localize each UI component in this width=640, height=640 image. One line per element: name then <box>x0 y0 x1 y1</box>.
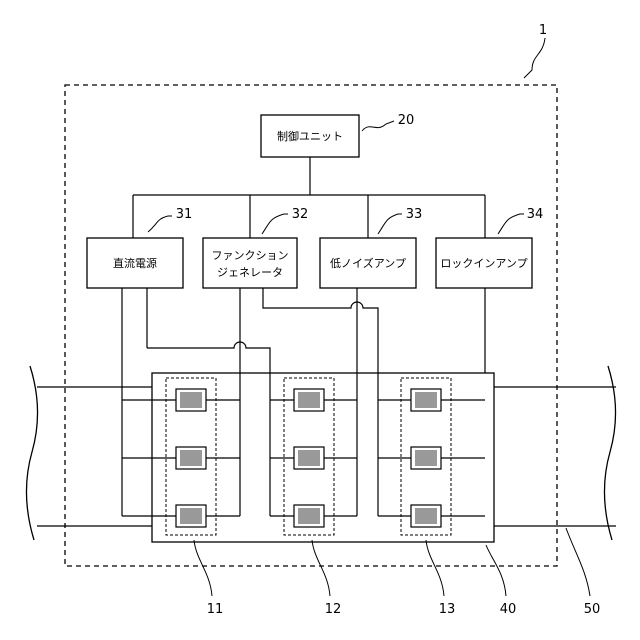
ref-label-array-12: 12 <box>325 602 342 617</box>
leader-40 <box>486 545 506 596</box>
ref-label-lockin-amp: 34 <box>527 207 544 222</box>
leader-13 <box>426 540 444 596</box>
ref-label-board: 40 <box>500 602 517 617</box>
leader-50 <box>566 528 590 596</box>
ref-label-array-11: 11 <box>207 602 224 617</box>
low-noise-amplifier-block: 低ノイズアンプ <box>320 238 416 288</box>
leader-34 <box>498 214 524 234</box>
ref-label-control-unit: 20 <box>398 113 415 128</box>
low-noise-amplifier-label: 低ノイズアンプ <box>330 256 406 270</box>
coil-sensor-11-2 <box>176 447 206 469</box>
leader-32 <box>262 214 288 234</box>
ref-label-dc-power: 31 <box>176 207 193 222</box>
coil-sensor-13-2 <box>411 447 441 469</box>
control-unit-block: 制御ユニット <box>261 115 359 157</box>
ref-label-low-noise-amp: 33 <box>406 207 423 222</box>
coil-sensor-11-3 <box>176 505 206 527</box>
pipe-left-break-line <box>26 366 37 540</box>
function-generator-label-line2: ジェネレータ <box>217 266 283 279</box>
ref-label-system: 1 <box>539 23 547 38</box>
leader-20 <box>362 121 394 131</box>
leader-31 <box>148 216 172 232</box>
leader-12 <box>312 540 330 596</box>
dc-power-supply-block: 直流電源 <box>87 238 183 288</box>
coil-sensor-12-1 <box>294 389 324 411</box>
dc-power-supply-label: 直流電源 <box>113 256 157 270</box>
coil-sensor-12-2 <box>294 447 324 469</box>
coil-sensor-11-1 <box>176 389 206 411</box>
ref-label-array-13: 13 <box>439 602 456 617</box>
lockin-amplifier-label: ロックインアンプ <box>440 257 527 270</box>
coil-sensor-13-1 <box>411 389 441 411</box>
ref-label-pipe: 50 <box>584 602 601 617</box>
ref-label-function-generator: 32 <box>292 207 309 222</box>
coil-sensor-12-3 <box>294 505 324 527</box>
control-unit-label: 制御ユニット <box>277 129 343 143</box>
leader-1 <box>524 38 545 78</box>
leader-33 <box>378 214 402 234</box>
lockin-amplifier-block: ロックインアンプ <box>436 238 532 288</box>
function-generator-label-line1: ファンクション <box>212 249 289 262</box>
leader-11 <box>194 540 212 596</box>
function-generator-block: ファンクション ジェネレータ <box>203 238 297 288</box>
leader-lines <box>148 38 590 596</box>
pipe-right-break-line <box>604 366 615 540</box>
coil-sensor-13-3 <box>411 505 441 527</box>
